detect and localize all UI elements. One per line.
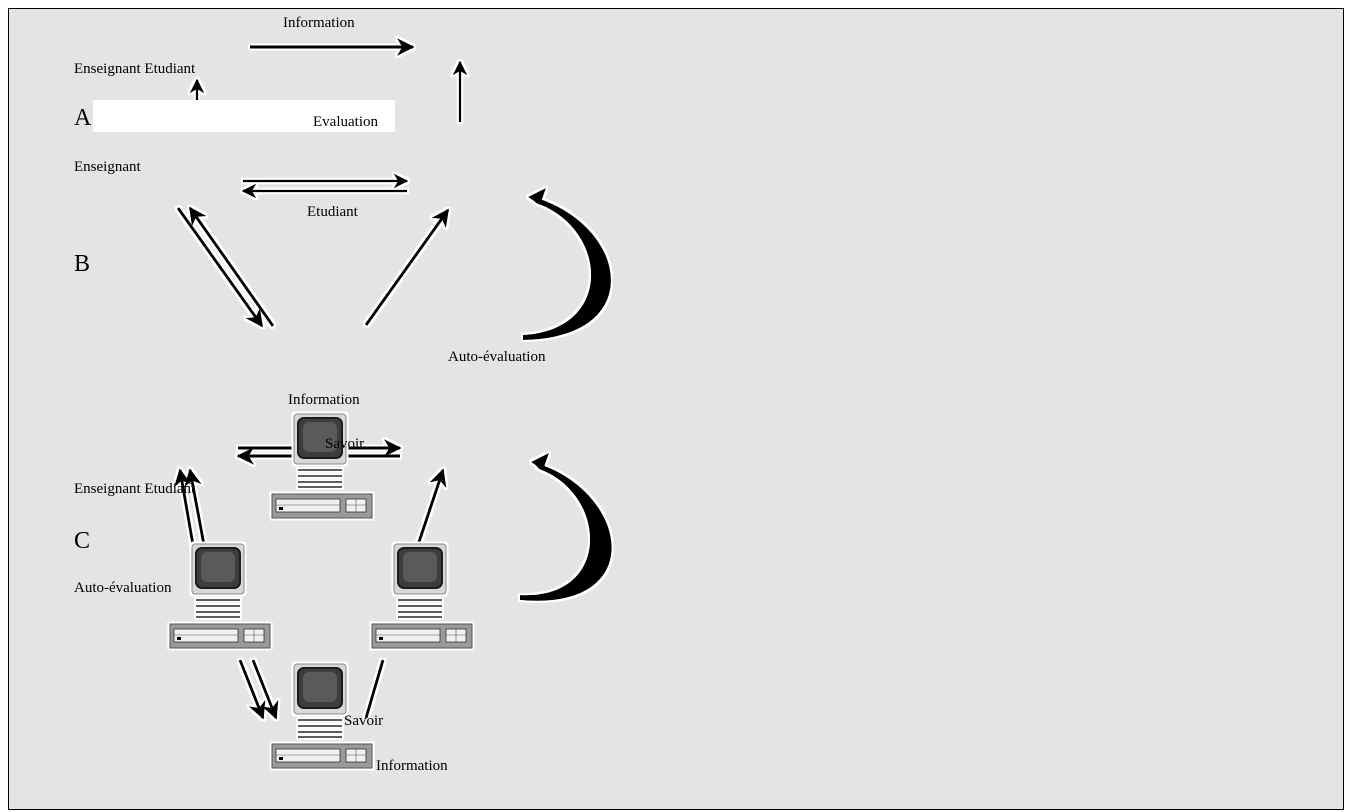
section-letter-c: C <box>74 528 91 554</box>
curved-arrow-icon <box>523 188 611 340</box>
section-b-arrows <box>176 173 450 328</box>
label-information: Information <box>283 15 355 31</box>
section-letter-a: A <box>74 105 92 131</box>
computer-icon <box>271 413 373 519</box>
arrow-icon <box>364 659 385 719</box>
arrow-icon <box>364 208 450 326</box>
label-information: Information <box>376 758 448 774</box>
section-a-arrows <box>189 38 468 122</box>
label-knowledge: Savoir <box>344 713 384 729</box>
arrow-icon <box>251 659 279 720</box>
diagram-frame <box>8 8 1344 810</box>
label-self-evaluation: Auto-évaluation <box>448 349 546 365</box>
evaluation-box <box>93 100 395 132</box>
computer-icon <box>371 543 473 649</box>
curved-arrow-icon <box>520 453 612 601</box>
arrow-icon <box>184 468 206 546</box>
label-student: Etudiant <box>307 204 358 220</box>
computer-icon <box>169 543 271 649</box>
label-information: Information <box>288 392 360 408</box>
label-teacher: Enseignant <box>74 159 141 175</box>
label-evaluation: Evaluation <box>313 114 378 130</box>
label-teacher-student: Enseignant Etudiant <box>74 61 196 77</box>
arrow-icon <box>188 206 275 327</box>
label-teacher-student: Enseignant Etudiant <box>74 481 196 497</box>
label-self-evaluation: Auto-évaluation <box>74 580 172 596</box>
section-letter-b: B <box>74 251 91 277</box>
arrow-icon <box>416 468 447 546</box>
arrow-icon <box>238 659 266 720</box>
arrow-icon <box>176 207 264 328</box>
arrow-icon <box>173 468 195 546</box>
label-knowledge: Savoir <box>325 436 365 452</box>
